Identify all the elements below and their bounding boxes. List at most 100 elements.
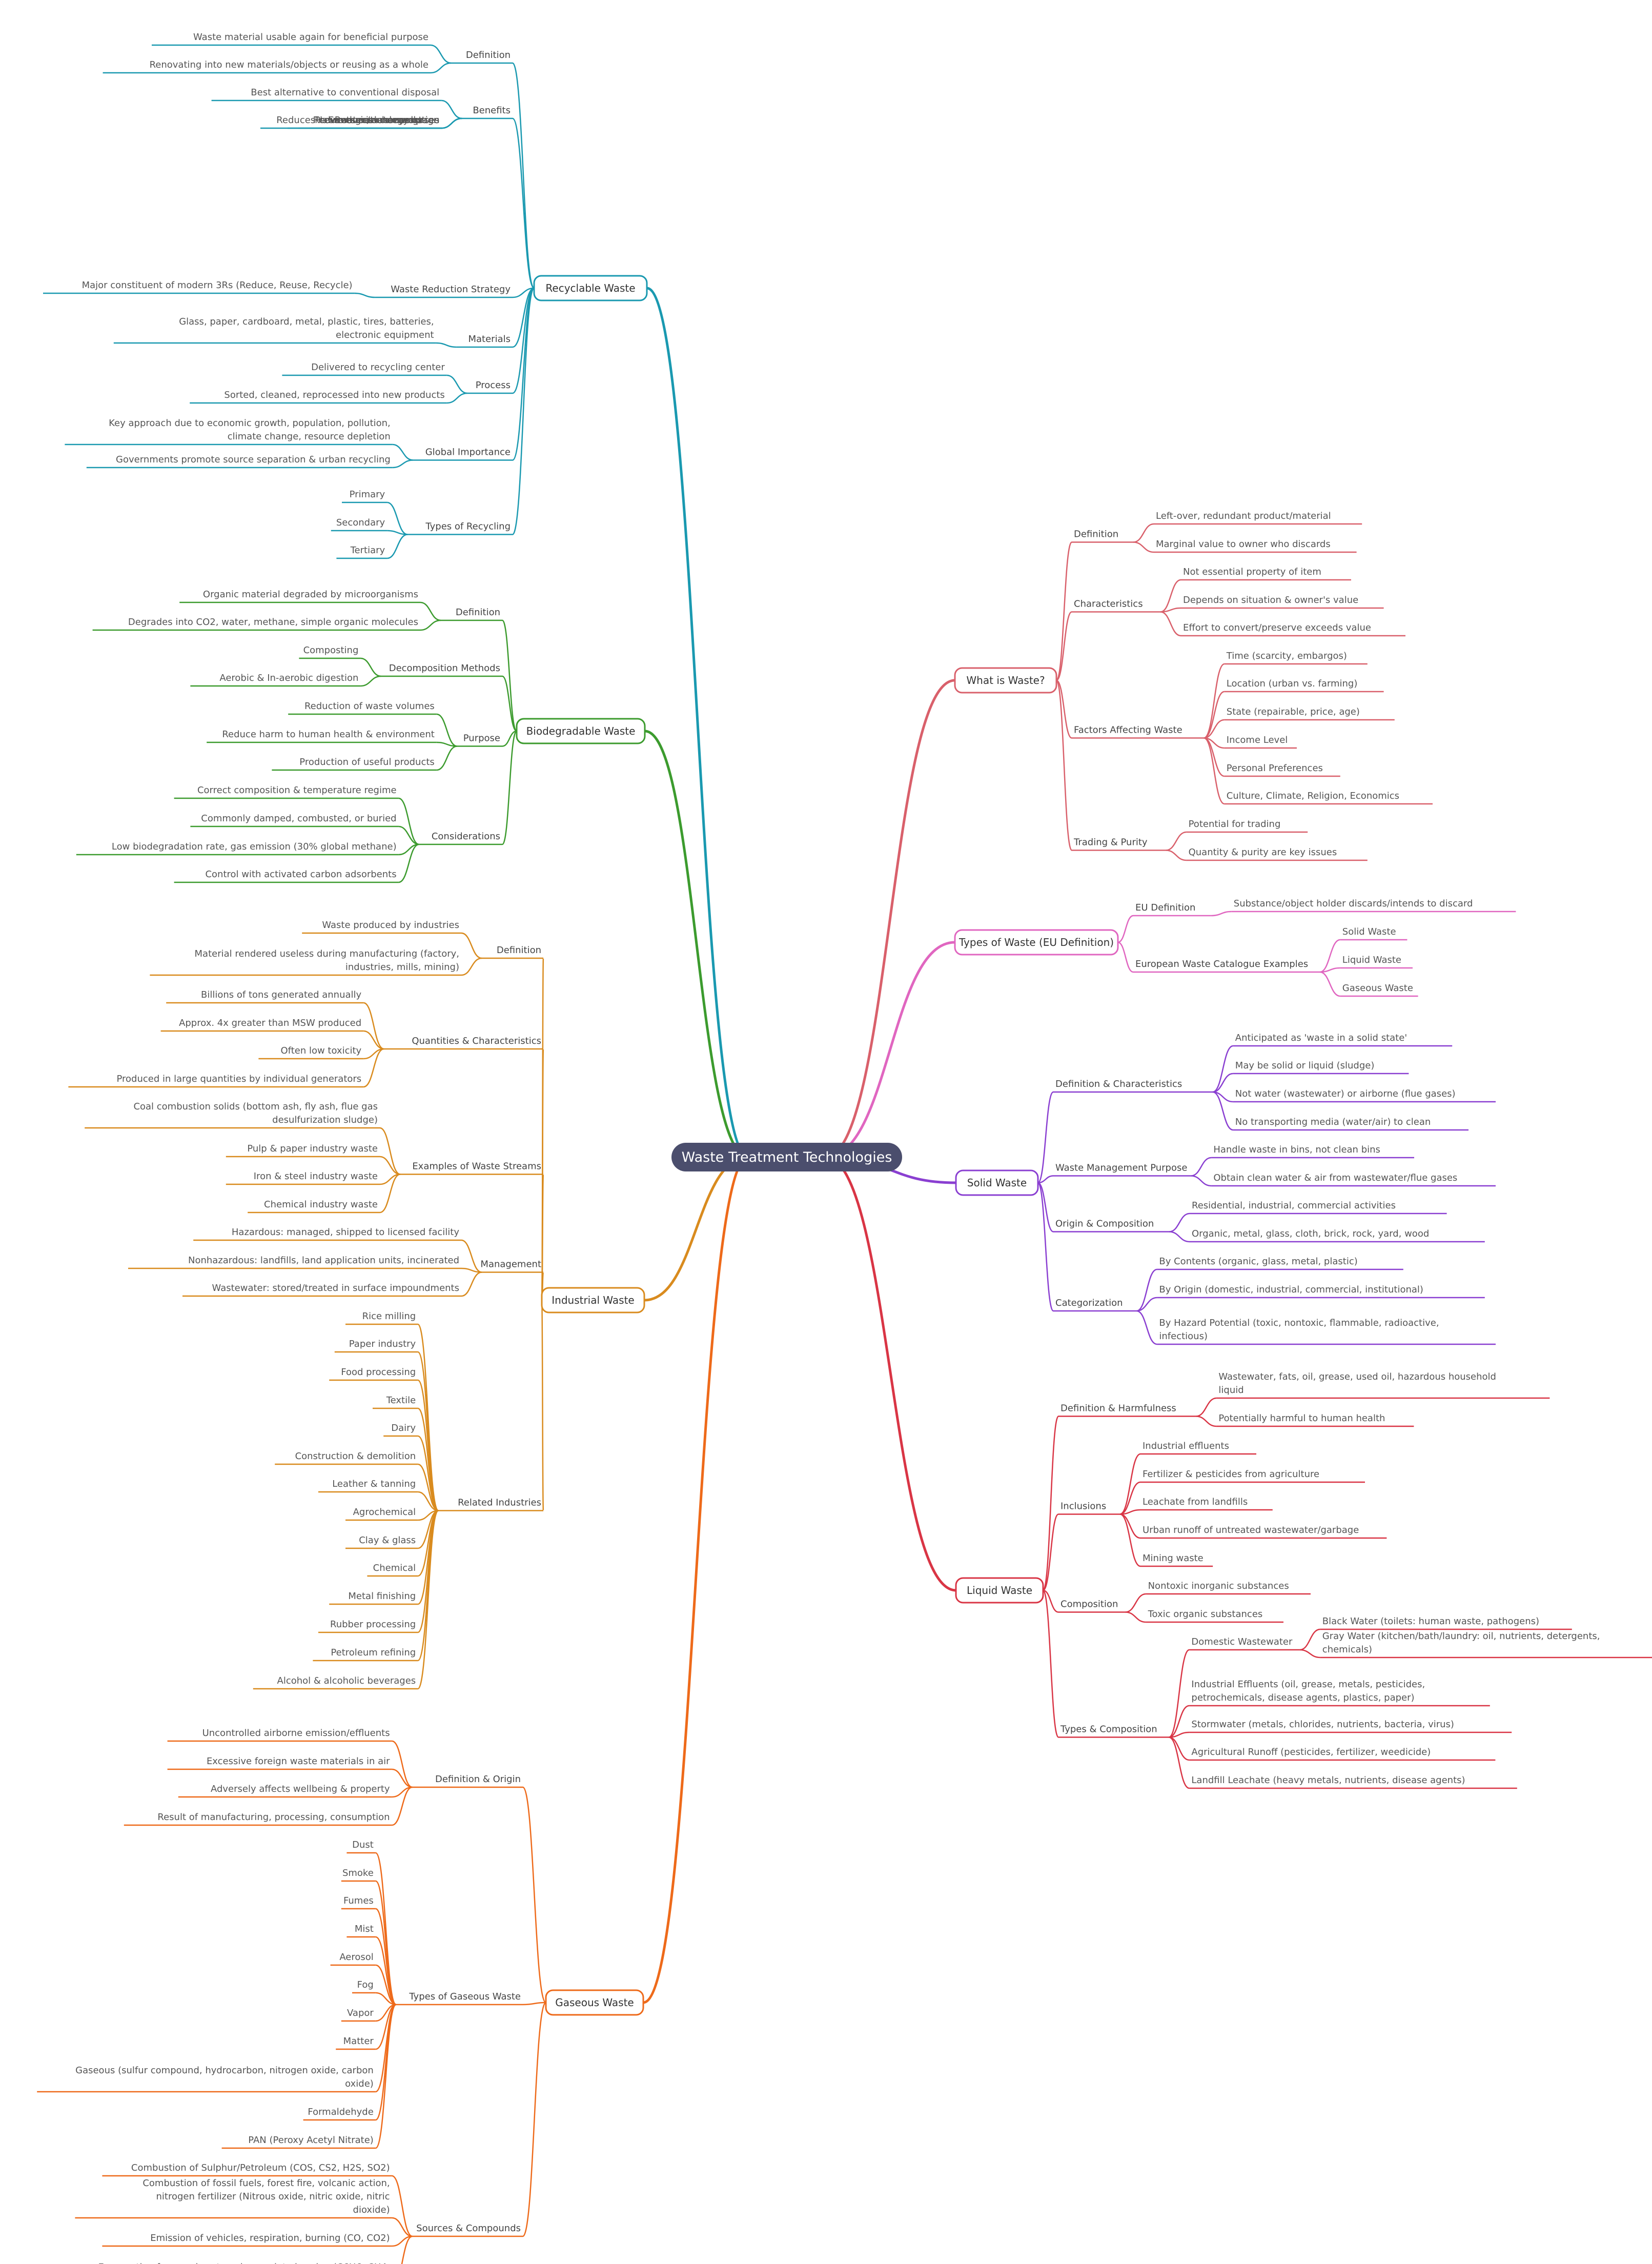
leaf-textile[interactable]: Textile — [373, 1395, 418, 1409]
branch-types-of-waste-eu-definition[interactable]: Types of Waste (EU Definition) — [954, 929, 1119, 956]
leaf-composting[interactable]: Composting — [299, 645, 361, 659]
leaf-result-of-manufacturing-processing-consu[interactable]: Result of manufacturing, processing, con… — [124, 1812, 392, 1826]
leaf-personal-preferences[interactable]: Personal Preferences — [1224, 763, 1340, 777]
leaf-leachate-from-landfills[interactable]: Leachate from landfills — [1140, 1497, 1273, 1511]
leaf-rubber-processing[interactable]: Rubber processing — [318, 1619, 418, 1633]
leaf-chemical-industry-waste[interactable]: Chemical industry waste — [248, 1199, 380, 1214]
leaf-by-contents-organic-glass-metal-plastic[interactable]: By Contents (organic, glass, metal, plas… — [1157, 1256, 1403, 1270]
leaf-residential-industrial-commercial-activi[interactable]: Residential, industrial, commercial acti… — [1190, 1200, 1447, 1215]
leaf-aerobic-in-aerobic-digestion[interactable]: Aerobic & In-aerobic digestion — [190, 673, 361, 687]
leaf-potentially-harmful-to-human-health[interactable]: Potentially harmful to human health — [1216, 1413, 1414, 1427]
sub-trading-purity[interactable]: Trading & Purity — [1072, 837, 1166, 851]
leaf-gaseous-waste[interactable]: Gaseous Waste — [1340, 983, 1418, 997]
leaf-fog[interactable]: Fog — [352, 1979, 376, 1994]
sub-global-importance[interactable]: Global Importance — [413, 447, 513, 461]
leaf-anticipated-as-waste-in-a-solid-state[interactable]: Anticipated as 'waste in a solid state' — [1233, 1033, 1453, 1047]
sub-definition-characteristics[interactable]: Definition & Characteristics — [1053, 1079, 1213, 1093]
leaf-smoke[interactable]: Smoke — [341, 1868, 376, 1882]
sub-related-industries[interactable]: Related Industries — [438, 1498, 543, 1511]
leaf-degrades-into-co2-water-methane-simple-o[interactable]: Degrades into CO2, water, methane, simpl… — [92, 617, 420, 631]
leaf-combustion-of-fossil-fuels-forest-fire-v[interactable]: Combustion of fossil fuels, forest fire,… — [75, 2178, 392, 2219]
sub-european-waste-catalogue-examples[interactable]: European Waste Catalogue Examples — [1133, 959, 1320, 973]
leaf-may-be-solid-or-liquid-sludge[interactable]: May be solid or liquid (sludge) — [1233, 1060, 1409, 1075]
leaf-formaldehyde[interactable]: Formaldehyde — [303, 2107, 376, 2121]
leaf-adversely-affects-wellbeing-property[interactable]: Adversely affects wellbeing & property — [178, 1784, 392, 1798]
leaf-fumes[interactable]: Fumes — [341, 1895, 376, 1910]
leaf-dairy[interactable]: Dairy — [383, 1423, 418, 1437]
leaf-control-with-activated-carbon-adsorbents[interactable]: Control with activated carbon adsorbents — [174, 869, 399, 883]
leaf-commonly-damped-combusted-or-buried[interactable]: Commonly damped, combusted, or buried — [190, 813, 399, 827]
leaf-construction-demolition[interactable]: Construction & demolition — [275, 1451, 418, 1465]
branch-recyclable-waste[interactable]: Recyclable Waste — [533, 275, 648, 301]
sub-quantities-characteristics[interactable]: Quantities & Characteristics — [384, 1036, 543, 1050]
leaf-sorted-cleaned-reprocessed-into-new-prod[interactable]: Sorted, cleaned, reprocessed into new pr… — [190, 390, 447, 404]
sub-composition[interactable]: Composition — [1058, 1599, 1126, 1613]
sub-definition[interactable]: Definition — [441, 607, 502, 621]
leaf-toxic-organic-substances[interactable]: Toxic organic substances — [1146, 1609, 1283, 1623]
sub-sources-compounds[interactable]: Sources & Compounds — [412, 2223, 523, 2237]
leaf-organic-metal-glass-cloth-brick-rock-yar[interactable]: Organic, metal, glass, cloth, brick, roc… — [1190, 1228, 1485, 1243]
leaf-left-over-redundant-product-material[interactable]: Left-over, redundant product/material — [1154, 511, 1362, 525]
leaf-black-water-toilets-human-waste-pathogen[interactable]: Black Water (toilets: human waste, patho… — [1320, 1616, 1572, 1630]
leaf-production-of-useful-products[interactable]: Production of useful products — [272, 757, 437, 771]
leaf-no-transporting-media-water-air-to-clean[interactable]: No transporting media (water/air) to cle… — [1233, 1117, 1469, 1131]
leaf-delivered-to-recycling-center[interactable]: Delivered to recycling center — [282, 362, 447, 376]
leaf-chemical[interactable]: Chemical — [367, 1563, 418, 1577]
leaf-income-level[interactable]: Income Level — [1224, 735, 1297, 749]
leaf-handle-waste-in-bins-not-clean-bins[interactable]: Handle waste in bins, not clean bins — [1211, 1144, 1414, 1159]
sub-considerations[interactable]: Considerations — [419, 831, 502, 845]
leaf-hazardous-managed-shipped-to-licensed-fa[interactable]: Hazardous: managed, shipped to licensed … — [193, 1227, 461, 1241]
leaf-material-rendered-useless-during-manufac[interactable]: Material rendered useless during manufac… — [150, 948, 461, 976]
leaf-billions-of-tons-generated-annually[interactable]: Billions of tons generated annually — [166, 989, 364, 1004]
leaf-solid-waste[interactable]: Solid Waste — [1340, 926, 1408, 941]
leaf-marginal-value-to-owner-who-discards[interactable]: Marginal value to owner who discards — [1154, 539, 1357, 553]
leaf-paper-industry[interactable]: Paper industry — [334, 1339, 418, 1353]
leaf-pan-peroxy-acetyl-nitrate[interactable]: PAN (Peroxy Acetyl Nitrate) — [221, 2135, 376, 2149]
sub-process[interactable]: Process — [467, 380, 513, 394]
leaf-glass-paper-cardboard-metal-plastic-tire[interactable]: Glass, paper, cardboard, metal, plastic,… — [113, 316, 436, 344]
leaf-clay-glass[interactable]: Clay & glass — [345, 1535, 418, 1549]
branch-what-is-waste[interactable]: What is Waste? — [954, 667, 1057, 694]
leaf-organic-material-degraded-by-microorgani[interactable]: Organic material degraded by microorgani… — [179, 589, 420, 603]
leaf-liquid-waste[interactable]: Liquid Waste — [1340, 955, 1413, 969]
leaf-pulp-paper-industry-waste[interactable]: Pulp & paper industry waste — [226, 1143, 380, 1158]
leaf-domestic-wastewater[interactable]: Domestic Wastewater — [1189, 1636, 1300, 1651]
leaf-emission-of-vehicles-respiration-burning[interactable]: Emission of vehicles, respiration, burni… — [102, 2233, 392, 2247]
leaf-correct-composition-temperature-regime[interactable]: Correct composition & temperature regime — [174, 785, 399, 799]
branch-gaseous-waste[interactable]: Gaseous Waste — [545, 1989, 644, 2016]
sub-categorization[interactable]: Categorization — [1053, 1298, 1137, 1312]
leaf-evaporation-from-carburetors-incomplete-[interactable]: Evaporation from carburetors, incomplete… — [59, 2262, 392, 2264]
leaf-substance-object-holder-discards-intends[interactable]: Substance/object holder discards/intends… — [1231, 898, 1516, 913]
leaf-approx-4x-greater-than-msw-produced[interactable]: Approx. 4x greater than MSW produced — [160, 1018, 364, 1032]
leaf-industrial-effluents[interactable]: Industrial effluents — [1140, 1441, 1256, 1455]
sub-definition[interactable]: Definition — [1072, 529, 1133, 543]
leaf-urban-runoff-of-untreated-wastewater-gar[interactable]: Urban runoff of untreated wastewater/gar… — [1140, 1525, 1387, 1539]
leaf-culture-climate-religion-economics[interactable]: Culture, Climate, Religion, Economics — [1224, 791, 1433, 805]
leaf-secondary[interactable]: Secondary — [331, 517, 387, 532]
leaf-not-water-wastewater-or-airborne-flue-ga[interactable]: Not water (wastewater) or airborne (flue… — [1233, 1088, 1496, 1103]
sub-management[interactable]: Management — [480, 1259, 543, 1273]
leaf-combustion-of-sulphur-petroleum-cos-cs2-[interactable]: Combustion of Sulphur/Petroleum (COS, CS… — [102, 2162, 392, 2177]
leaf-waste-produced-by-industries[interactable]: Waste produced by industries — [302, 920, 461, 934]
leaf-by-hazard-potential-toxic-nontoxic-flamm[interactable]: By Hazard Potential (toxic, nontoxic, fl… — [1157, 1318, 1496, 1345]
branch-biodegradable-waste[interactable]: Biodegradable Waste — [516, 718, 646, 744]
sub-inclusions[interactable]: Inclusions — [1058, 1501, 1120, 1515]
leaf-depends-on-situation-owner-s-value[interactable]: Depends on situation & owner's value — [1181, 595, 1384, 609]
leaf-industrial-effluents-oil-grease-metals-p[interactable]: Industrial Effluents (oil, grease, metal… — [1189, 1679, 1490, 1707]
leaf-landfill-leachate-heavy-metals-nutrients[interactable]: Landfill Leachate (heavy metals, nutrien… — [1189, 1775, 1517, 1789]
root-node[interactable]: Waste Treatment Technologies — [671, 1143, 902, 1171]
leaf-alcohol-alcoholic-beverages[interactable]: Alcohol & alcoholic beverages — [253, 1675, 418, 1690]
branch-solid-waste[interactable]: Solid Waste — [955, 1169, 1039, 1196]
leaf-mist[interactable]: Mist — [346, 1924, 376, 1938]
leaf-aerosol[interactable]: Aerosol — [330, 1952, 376, 1966]
leaf-tertiary[interactable]: Tertiary — [336, 545, 387, 559]
leaf-state-repairable-price-age[interactable]: State (repairable, price, age) — [1224, 706, 1395, 721]
leaf-governments-promote-source-separation-ur[interactable]: Governments promote source separation & … — [86, 454, 393, 469]
leaf-by-origin-domestic-industrial-commercial[interactable]: By Origin (domestic, industrial, commerc… — [1157, 1284, 1485, 1299]
leaf-uncontrolled-airborne-emission-effluents[interactable]: Uncontrolled airborne emission/effluents — [167, 1728, 392, 1742]
leaf-fertilizer-pesticides-from-agriculture[interactable]: Fertilizer & pesticides from agriculture — [1140, 1469, 1365, 1483]
leaf-often-low-toxicity[interactable]: Often low toxicity — [258, 1045, 364, 1060]
sub-definition[interactable]: Definition — [451, 50, 513, 64]
leaf-agrochemical[interactable]: Agrochemical — [345, 1507, 418, 1521]
leaf-best-alternative-to-conventional-disposa[interactable]: Best alternative to conventional disposa… — [211, 87, 442, 102]
